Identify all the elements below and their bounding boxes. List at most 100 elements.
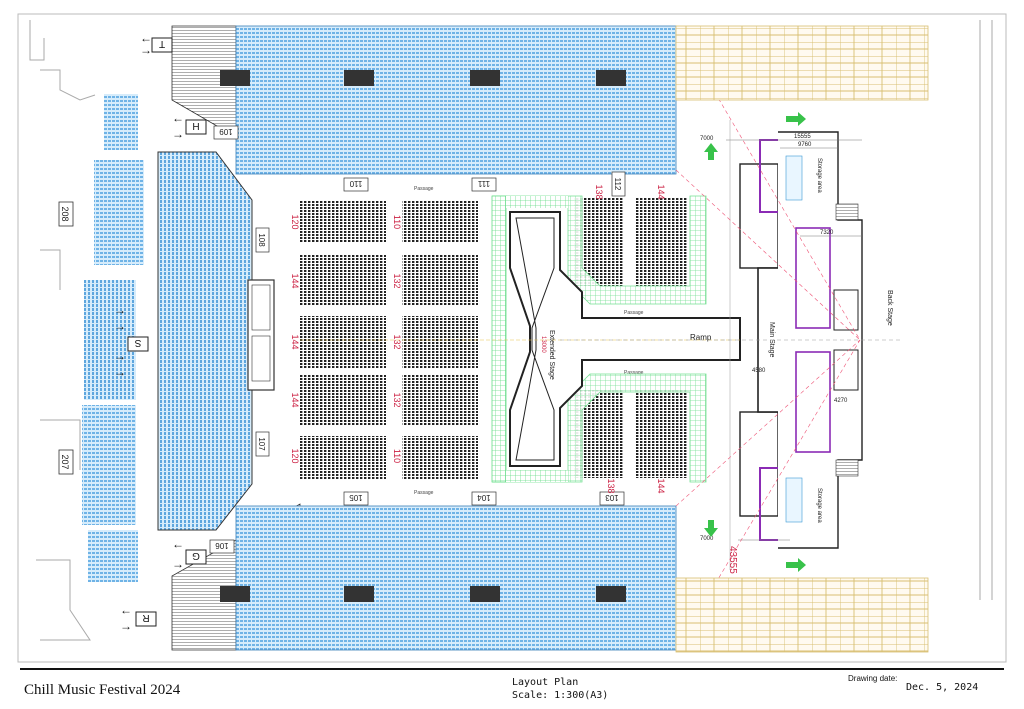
entrance-T: T ←→: [140, 31, 173, 57]
section-104: 104: [471, 491, 497, 506]
block-count: 138: [606, 478, 616, 493]
left-seating: [157, 151, 253, 531]
floor-block: [300, 200, 386, 242]
plan-scale: Scale: 1:300(A3): [512, 690, 609, 701]
dim-7320: 7320: [820, 230, 834, 236]
entrance-R-text: R: [142, 612, 149, 623]
block-count: 132: [392, 392, 402, 407]
svg-text:→: →: [114, 319, 126, 333]
section-label-207: 207: [58, 449, 74, 475]
svg-text:→: →: [114, 349, 126, 363]
ramp-label: Ramp: [690, 333, 712, 342]
section-112: 112: [611, 171, 626, 197]
entrance-markers: T ←→ H ← → S → → → → G ← → R ← →: [114, 31, 207, 633]
storage-area-label: Storage area: [816, 158, 822, 193]
section-106-text: 106: [215, 541, 229, 550]
storage-area-label: Storage area: [816, 488, 822, 523]
extended-stage-size: 13000: [540, 336, 546, 353]
footer-rule: [20, 668, 1004, 670]
dim-4580: 4580: [752, 368, 766, 374]
floor-block: [402, 254, 478, 306]
upper-block: [88, 530, 138, 582]
entrance-H: H ← →: [172, 111, 207, 141]
section-110: 110: [343, 177, 369, 192]
dimension-lines: 15555 9760 7320 7000 7000 4580 4270 4355…: [700, 120, 862, 574]
floor-block: [402, 316, 478, 368]
svg-text:←: ←: [172, 111, 184, 125]
block-count: 110: [392, 215, 402, 229]
block-count: 144: [290, 334, 300, 349]
plan-title: Layout Plan: [512, 677, 579, 688]
sightlines: [560, 25, 900, 651]
block-count: 120: [290, 448, 300, 463]
layout-plan-diagram: 208 207 109: [17, 13, 1007, 663]
floor-block: [402, 200, 478, 242]
plan-info: Layout Plan Scale: 1:300(A3): [512, 676, 608, 702]
entrance-S: S → → → →: [114, 303, 149, 379]
event-title: Chill Music Festival 2024: [24, 682, 181, 698]
section-108: 108: [255, 227, 270, 253]
block-count: 144: [290, 392, 300, 407]
svg-text:→: →: [140, 43, 152, 57]
green-arrows: [704, 112, 806, 572]
entrance-T-text: T: [159, 38, 165, 49]
dim-7000-top: 7000: [700, 136, 714, 142]
section-110-text: 110: [349, 179, 362, 188]
block-count: 144: [656, 184, 666, 199]
gold-stage-grid-bottom: [675, 577, 929, 653]
upper-level-stands: [82, 94, 144, 582]
block-count: 144: [656, 478, 666, 493]
section-label-208: 208: [58, 201, 74, 227]
floor-block-counts: 120 144 144 144 120 110 132 132 132 110 …: [290, 184, 666, 493]
dim-total: 43555: [727, 546, 738, 574]
section-106: 106: [209, 539, 235, 554]
passage-label: Passage: [624, 310, 644, 316]
block-count: 144: [290, 273, 300, 288]
upper-block: [94, 160, 144, 265]
bottom-stand: [171, 503, 677, 651]
section-111-text: 111: [477, 179, 490, 188]
block-count: 110: [392, 449, 402, 463]
left-building-outline: [29, 20, 993, 641]
section-112-text: 112: [613, 178, 622, 191]
entrance-H-text: H: [192, 120, 199, 131]
entrance-G-text: G: [192, 550, 200, 561]
section-109: 109: [213, 125, 239, 140]
back-stage-label: Back Stage: [886, 290, 893, 326]
floor-seating: [300, 198, 688, 480]
left-stand: [157, 151, 275, 531]
svg-text:←: ←: [172, 537, 184, 551]
passage-label: Passage: [414, 186, 434, 192]
block-count: 138: [594, 184, 604, 199]
extended-stage-label: Extended Stage: [548, 330, 555, 380]
section-207-text: 207: [60, 454, 70, 469]
top-seating: [235, 25, 677, 175]
section-103-text: 103: [605, 493, 619, 502]
passage-label: Passage: [624, 370, 644, 376]
section-104-text: 104: [477, 493, 491, 502]
section-111: 111: [471, 177, 497, 192]
section-103: 103: [599, 491, 625, 506]
upper-block: [104, 94, 138, 150]
section-105: 105: [343, 491, 369, 506]
svg-text:→: →: [114, 303, 126, 317]
block-count: 132: [392, 273, 402, 288]
bottom-seating: [235, 505, 677, 651]
floor-block: [300, 374, 386, 426]
gold-stage-grid-top: [675, 25, 929, 101]
floor-block: [402, 436, 478, 480]
dim-width: 15555: [794, 134, 811, 140]
block-count: 120: [290, 214, 300, 229]
floor-block: [636, 198, 688, 286]
svg-text:→: →: [172, 557, 184, 571]
svg-text:→: →: [172, 127, 184, 141]
dim-7000-bottom: 7000: [700, 536, 714, 542]
svg-text:→: →: [114, 365, 126, 379]
entrance-S-text: S: [134, 337, 141, 348]
floor-block: [300, 436, 386, 480]
dim-4270: 4270: [834, 398, 848, 404]
section-108-text: 108: [257, 233, 266, 247]
svg-text:←: ←: [120, 603, 132, 617]
floor-block: [300, 254, 386, 306]
section-109-text: 109: [219, 127, 233, 136]
